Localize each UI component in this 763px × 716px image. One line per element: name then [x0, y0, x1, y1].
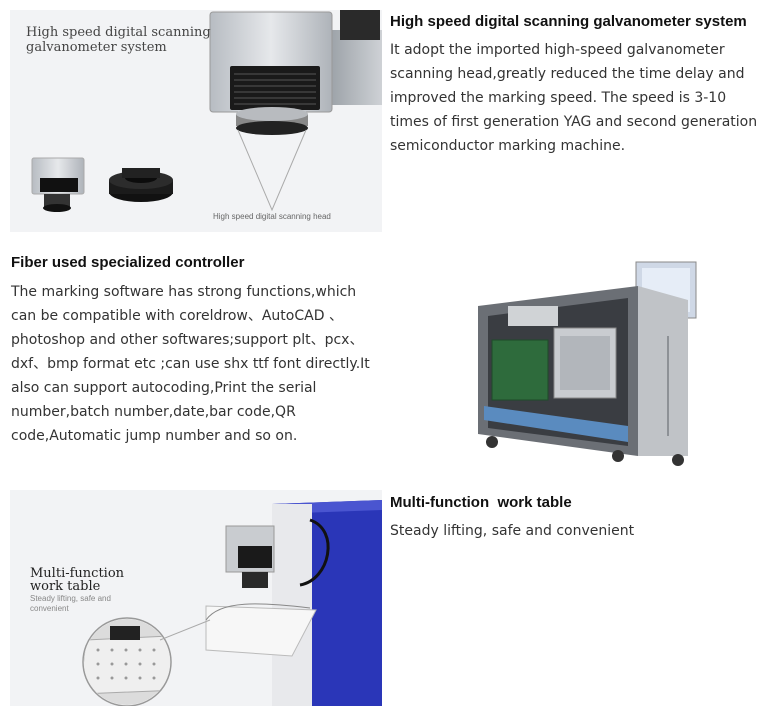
- worktable-image: Multi-function work table Steady lifting…: [10, 490, 382, 706]
- galvo-caption-line1: High speed digital scanning: [26, 25, 211, 40]
- section2-line: code,Automatic jump number and so on.: [11, 428, 298, 444]
- section2-line: The marking software has strong function…: [11, 284, 357, 300]
- galvo-head-label: High speed digital scanning head: [213, 212, 331, 221]
- section2-line: dxf、bmp format etc ;can use shx ttf font…: [11, 356, 370, 372]
- section1-line: times of first generation YAG and second…: [390, 114, 758, 130]
- galvo-caption-line2: galvanometer system: [26, 40, 167, 55]
- section2-line: number,batch number,date,bar code,QR: [11, 404, 296, 420]
- section1-line: semiconductor marking machine.: [390, 138, 626, 154]
- section2-line: also can support autocoding,Print the se…: [11, 380, 317, 396]
- section2-line: photoshop and other softwares;support pl…: [11, 332, 364, 348]
- section2-title: Fiber used specialized controller: [11, 254, 245, 271]
- section3-title: Multi-function work table: [390, 494, 572, 511]
- controller-image: [468, 256, 760, 470]
- section3-text: Steady lifting, safe and convenient: [390, 523, 635, 539]
- controller-illustration: [478, 261, 697, 466]
- worktable-illustration: [82, 500, 382, 706]
- section1-title: High speed digital scanning galvanometer…: [390, 13, 747, 30]
- worktable-caption-line1: Multi-function: [30, 566, 125, 581]
- section2-text: The marking software has strong function…: [11, 280, 383, 448]
- worktable-caption-line2: work table: [30, 579, 101, 594]
- galvo-image: High speed digital scanning galvanometer…: [10, 10, 382, 232]
- worktable-subcaption-line1: Steady lifting, safe and: [30, 594, 111, 603]
- section2-line: can be compatible with coreldrow、AutoCAD…: [11, 308, 343, 324]
- section1-text: It adopt the imported high-speed galvano…: [390, 38, 760, 158]
- section1-line: improved the marking speed. The speed is…: [390, 90, 727, 106]
- section1-line: scanning head,greatly reduced the time d…: [390, 66, 745, 82]
- worktable-subcaption-line2: convenient: [30, 604, 69, 613]
- section1-line: It adopt the imported high-speed galvano…: [390, 42, 725, 58]
- galvo-illustration: [31, 10, 382, 212]
